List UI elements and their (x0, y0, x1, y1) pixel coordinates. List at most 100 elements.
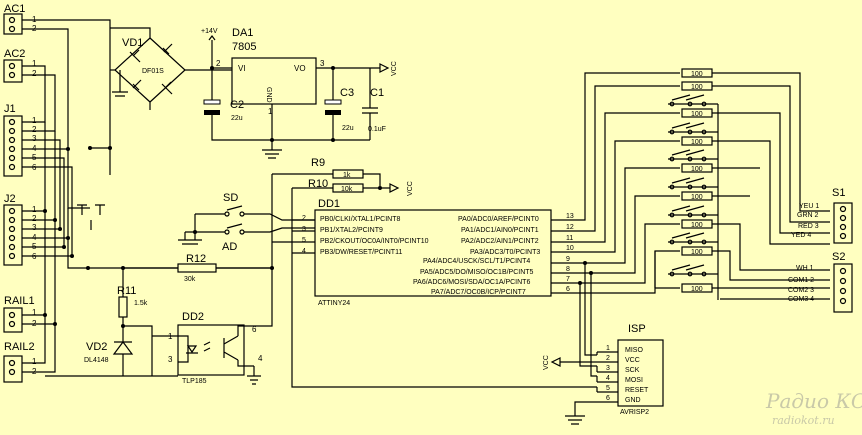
ladder-resistor-9: 100 (681, 283, 713, 293)
svg-text:WH 1: WH 1 (796, 265, 814, 272)
svg-text:30k: 30k (184, 276, 196, 283)
svg-text:VCC: VCC (625, 357, 640, 364)
svg-text:PA4/ADC4/USCK/SCL/T1/PCINT4: PA4/ADC4/USCK/SCL/T1/PCINT4 (423, 258, 530, 265)
resistor-r10: R10 10k VCC (292, 178, 414, 196)
ac1-label: AC1 (4, 3, 25, 15)
resistor-r12: R12 30k (177, 253, 217, 283)
ladder-resistor-8: 100 (681, 246, 713, 256)
capacitor-c1: C1 0.1uF (362, 68, 386, 140)
svg-text:DF01S: DF01S (142, 68, 164, 75)
svg-text:3: 3 (606, 365, 610, 372)
svg-text:VO: VO (294, 64, 306, 73)
svg-text:YEU 1: YEU 1 (799, 203, 819, 210)
svg-text:AVRISP2: AVRISP2 (620, 409, 649, 416)
svg-text:2: 2 (32, 125, 37, 134)
svg-text:0.1uF: 0.1uF (368, 126, 386, 133)
svg-text:100: 100 (691, 84, 703, 91)
connector-rail1: RAIL1 1 2 (3, 295, 37, 333)
svg-text:2: 2 (216, 59, 221, 68)
svg-text:VCC: VCC (391, 61, 398, 76)
capacitor-c2: C2 22u (203, 68, 370, 141)
rail2-label: RAIL2 (4, 341, 35, 353)
svg-text:6: 6 (606, 395, 610, 402)
svg-text:SCK: SCK (625, 367, 640, 374)
svg-text:1k: 1k (343, 172, 351, 179)
svg-text:VD1: VD1 (122, 37, 143, 49)
ladder-resistor-7: 100 (681, 219, 713, 229)
svg-text:1: 1 (606, 345, 610, 352)
svg-text:PA2/ADC2/AIN1/PCINT2: PA2/ADC2/AIN1/PCINT2 (461, 238, 539, 245)
svg-text:PA7/ADC7/OC0B/ICP/PCINT7: PA7/ADC7/OC0B/ICP/PCINT7 (431, 289, 526, 296)
connector-rail2: RAIL2 1 2 (3, 341, 37, 383)
svg-text:COM1 2: COM1 2 (788, 277, 814, 284)
svg-text:3: 3 (320, 59, 325, 68)
svg-text:2: 2 (302, 215, 306, 222)
svg-text:PB1/XTAL2/PCINT9: PB1/XTAL2/PCINT9 (320, 227, 383, 234)
mcu-right-wiring (551, 72, 680, 377)
svg-text:12: 12 (566, 224, 574, 231)
svg-text:1: 1 (32, 357, 37, 366)
ladder-resistor-2: 100 (681, 81, 713, 91)
svg-text:ISP: ISP (628, 323, 646, 335)
svg-text:100: 100 (691, 139, 703, 146)
svg-text:8: 8 (566, 266, 570, 273)
svg-text:DL4148: DL4148 (84, 357, 109, 364)
diode-vd2: VD2 DL4148 (45, 324, 178, 377)
ladder-resistor-1: 100 (681, 68, 713, 78)
svg-text:GRN 2: GRN 2 (797, 212, 819, 219)
svg-text:PA3/ADC3/T0/PCINT3: PA3/ADC3/T0/PCINT3 (470, 249, 540, 256)
svg-text:PA6/ADC6/MOSI/SDA/OC1A/PCINT6: PA6/ADC6/MOSI/SDA/OC1A/PCINT6 (413, 279, 530, 286)
svg-text:S2: S2 (832, 251, 845, 263)
svg-text:7: 7 (566, 276, 570, 283)
svg-text:100: 100 (691, 222, 703, 229)
svg-text:22u: 22u (342, 125, 354, 132)
svg-text:C1: C1 (370, 87, 384, 99)
connector-ac2: AC2 1 2 (3, 48, 37, 83)
svg-text:9: 9 (566, 256, 570, 263)
svg-text:100: 100 (691, 249, 703, 256)
watermark-line2: radiokot.ru (772, 414, 835, 427)
resistor-ladder: 100 100 100 100 100 100 100 100 100 (668, 68, 830, 300)
svg-text:2: 2 (32, 69, 37, 78)
isp-header: ISP AVRISP2 MISO VCC SCK MOSI RESET GND … (543, 323, 664, 425)
svg-text:PB2/CKOUT/OC0A/INT0/PCINT10: PB2/CKOUT/OC0A/INT0/PCINT10 (320, 238, 429, 245)
connector-j2: J2 1 2 3 4 5 6 (3, 193, 37, 266)
resistor-r9: R9 1k (272, 157, 381, 186)
svg-text:3: 3 (32, 134, 37, 143)
svg-text:VCC: VCC (407, 181, 414, 196)
optocoupler-dd2: DD2 TLP185 1 3 6 4 (152, 266, 274, 385)
svg-text:DD2: DD2 (182, 311, 204, 323)
svg-text:10: 10 (566, 245, 574, 252)
rail1-label: RAIL1 (4, 295, 35, 307)
ladder-resistor-3: 100 (681, 108, 713, 118)
ladder-resistor-6: 100 (681, 191, 713, 201)
svg-text:PA0/ADC0/AREF/PCINT0: PA0/ADC0/AREF/PCINT0 (458, 216, 539, 223)
svg-text:VD2: VD2 (86, 341, 107, 353)
connector-ac1: AC1 1 2 (3, 3, 37, 35)
svg-text:2: 2 (32, 214, 37, 223)
svg-text:COM3 4: COM3 4 (788, 296, 814, 303)
svg-text:VCC: VCC (543, 355, 550, 370)
svg-text:2: 2 (606, 355, 610, 362)
vcc-flag-top: VCC (375, 61, 398, 76)
svg-text:C2: C2 (230, 99, 244, 111)
svg-text:RED 3: RED 3 (798, 223, 819, 230)
svg-text:PB0/CLKI/XTAL1/PCINT8: PB0/CLKI/XTAL1/PCINT8 (320, 216, 401, 223)
connector-s2: S2 WH 1 COM1 2 COM2 3 COM3 4 (788, 251, 853, 313)
svg-text:7805: 7805 (232, 41, 256, 53)
svg-text:VI: VI (238, 64, 246, 73)
svg-text:11: 11 (566, 235, 573, 242)
svg-text:+14V: +14V (201, 28, 218, 35)
svg-text:4: 4 (302, 248, 306, 255)
j2-label: J2 (4, 193, 16, 205)
svg-text:RESET: RESET (625, 387, 649, 394)
svg-text:PA5/ADC5/DO/MISO/OC1B/PCINT5: PA5/ADC5/DO/MISO/OC1B/PCINT5 (420, 269, 534, 276)
svg-text:3: 3 (32, 223, 37, 232)
svg-text:6: 6 (252, 325, 257, 334)
svg-text:YED 4: YED 4 (791, 232, 811, 239)
regulator-da1: DA1 7805 +14V VI VO GND 2 3 1 (201, 27, 375, 159)
svg-text:10k: 10k (341, 186, 353, 193)
mcu-dd1: DD1 ATTINY24 PB0/CLKI/XTAL1/PCINT8 PB1/X… (272, 198, 574, 307)
svg-text:100: 100 (691, 111, 703, 118)
